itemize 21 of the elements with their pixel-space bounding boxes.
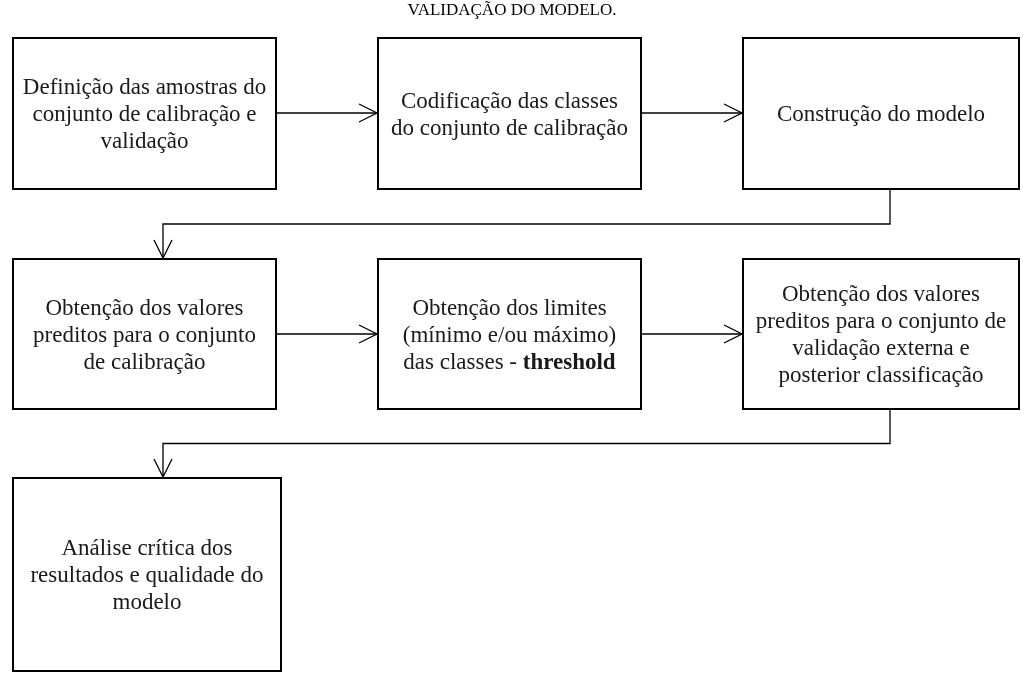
arrow (276, 324, 378, 344)
box-text: Obtenção dos valores preditos para o conjunto de validação externa e posterior classificação (754, 280, 1008, 388)
box-text: Obtenção dos valores preditos para o conjunto de calibração (32, 293, 257, 375)
arrow (641, 103, 743, 123)
box-text: Obtenção dos limites (mínimo e/ou máximo) das classes - threshold (401, 293, 618, 375)
box-text: Construção do modelo (776, 100, 986, 127)
diagram-title: VALIDAÇÃO DO MODELO. (406, 0, 618, 20)
box-text: Análise crítica dos resultados e qualidade do modelo (29, 534, 265, 615)
arrow (641, 324, 743, 344)
arrow (153, 409, 891, 478)
arrow (153, 189, 891, 259)
process-box (12, 477, 282, 672)
box-text: Definição das amostras do conjunto de calibração e validação (22, 73, 267, 154)
box-text: Codificação das classes do conjunto de calibração (390, 86, 629, 141)
process-box (377, 37, 642, 190)
process-box (12, 37, 277, 190)
process-box (742, 37, 1020, 190)
process-box (377, 258, 642, 410)
process-box (742, 258, 1020, 410)
arrow (276, 103, 378, 123)
process-box (12, 258, 277, 410)
